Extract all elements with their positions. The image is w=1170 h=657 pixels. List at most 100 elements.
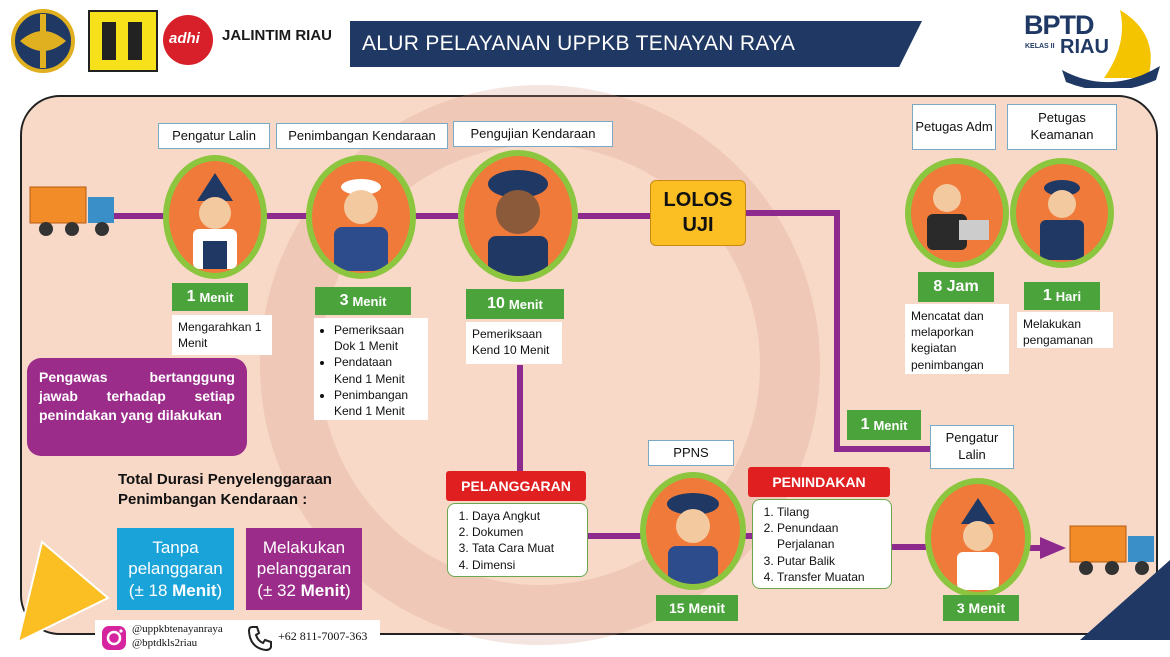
arrow-right-icon [1040,537,1066,559]
instagram-handle-2[interactable]: @bptdkls2riau [132,637,198,650]
phone-icon [247,626,272,652]
decorative-corner [1080,560,1170,640]
label-petugas-adm: Petugas Adm [912,104,996,150]
phone-number[interactable]: +62 811-7007-363 [278,629,368,643]
penindakan-list: Tilang Penundaan Perjalanan Putar Balik … [752,499,892,589]
instagram-icon[interactable] [100,624,128,652]
list-item: Pendataan Kend 1 Menit [334,354,422,386]
admin-officer-icon [927,184,989,250]
time-unit: Hari [1055,288,1082,304]
petugas-adm-illustration [905,158,1009,268]
summary-duration: (± 32 Menit) [257,580,350,601]
list-item: Tilang [777,504,885,520]
label-penimbangan-kendaraan: Penimbangan Kendaraan [276,123,448,149]
desc-petugas-keamanan: Melakukan pengamanan [1017,312,1113,348]
list-item: Putar Balik [777,553,885,569]
list-item: Dimensi [472,557,581,573]
page-title: ALUR PELAYANAN UPPKB TENAYAN RAYA [362,32,796,55]
lolos-text: LOLOS [663,189,733,211]
desc-pengatur-lalin: Mengarahkan 1 Menit [172,315,272,355]
flow-line-to-ppns [585,533,645,539]
penindakan-tag: PENINDAKAN [748,467,890,497]
desc-penimbangan: Pemeriksaan Dok 1 Menit Pendataan Kend 1… [314,318,428,420]
title-bar [350,21,922,67]
label-petugas-keamanan: Petugas Keamanan [1007,104,1117,150]
summary-title-line1: Total Durasi Penyelenggaraan [118,471,332,488]
instagram-handle-1[interactable]: @uppkbtenayanraya [132,623,223,635]
time-number: 1 [186,288,196,305]
time-unit: Menit [352,293,387,309]
uji-text: UJI [682,214,714,236]
time-number: 3 [339,292,349,309]
summary-melakukan-pelanggaran: Melakukan pelanggaran (± 32 Menit) [246,528,362,610]
time-badge-ppns: 15 Menit [656,595,738,621]
traffic-officer-icon [193,173,237,269]
flow-line-pelanggaran [517,365,523,475]
pelanggaran-list: Daya Angkut Dokumen Tata Cara Muat Dimen… [447,503,588,577]
flow-line-exit [1020,545,1045,551]
inspector-officer-icon [488,170,548,276]
list-item: Daya Angkut [472,508,581,524]
footer-contact [95,620,380,657]
duration-unit: Menit [300,580,346,600]
ppns-officer-icon [667,493,719,584]
duration-suffix: ) [216,580,223,600]
duration-prefix: (± 18 [128,580,173,600]
flow-line-lolos [745,210,840,216]
time-badge-petugas-adm: 8 Jam [918,272,994,302]
traffic-officer-icon [957,498,999,590]
list-item: Transfer Muatan [777,569,885,585]
summary-title-line2: Penimbangan Kendaraan : [118,491,308,509]
summary-duration: (± 18 Menit) [129,580,222,601]
label-pengatur-lalin-2: Pengatur Lalin [930,425,1014,469]
truck-exit-icon [1069,525,1154,575]
bptd-riau-text: RIAU [1060,36,1109,58]
summary-text: pelanggaran [128,559,223,579]
instagram-handles[interactable]: @uppkbtenayanraya @bptdkls2riau [132,622,223,651]
time-number: 10 [487,295,505,312]
flow-line-to-lalin2 [890,544,930,550]
officer-penimbangan-illustration [306,155,416,279]
summary-text: Melakukan [262,538,346,558]
pu-logo [88,10,158,72]
desc-pengujian: Pemeriksaan Kend 10 Menit [466,322,562,364]
duration-unit: Menit [172,580,217,600]
truck-entry-icon [29,186,114,236]
time-unit: Menit [508,296,543,312]
label-pengatur-lalin: Pengatur Lalin [158,123,270,149]
desc-petugas-adm: Mencatat dan melaporkan kegiatan penimba… [905,304,1009,374]
bptd-text: BPTD [1024,10,1094,40]
kemenhub-logo [11,9,75,73]
summary-text: pelanggaran [256,559,352,579]
adhi-logo-text: adhi [169,30,200,47]
lolos-uji-badge: LOLOS UJI [650,180,746,246]
list-item: Penundaan Perjalanan [777,520,885,552]
bptd-riau-logo [1062,10,1160,88]
pengawas-note: Pengawas bertanggung jawab terhadap seti… [27,358,247,456]
summary-text: Tanpa [152,538,199,558]
time-badge-pengatur-lalin-2: 3 Menit [943,595,1019,621]
adhi-logo [163,15,213,65]
time-number: 1 [1042,287,1052,304]
label-ppns: PPNS [648,440,734,466]
label-pengujian-kendaraan: Pengujian Kendaraan [453,121,613,147]
list-item: Dokumen [472,524,581,540]
security-officer-icon [1040,180,1084,260]
decorative-triangle [16,540,110,644]
time-unit: Menit [873,417,908,433]
petugas-keamanan-illustration [1010,158,1114,268]
officer-ppns-illustration [640,472,746,590]
flow-line-down [834,210,840,450]
list-item: Pemeriksaan Dok 1 Menit [334,322,422,354]
officer-pengatur-lalin-2-illustration [925,478,1031,598]
jalintim-riau-text: JALINTIM RIAU [222,27,332,44]
weighing-officer-icon [334,179,388,271]
flow-line-to-lalin [834,446,974,452]
flow-line-to-penindakan [740,533,755,539]
list-item: Tata Cara Muat [472,540,581,556]
